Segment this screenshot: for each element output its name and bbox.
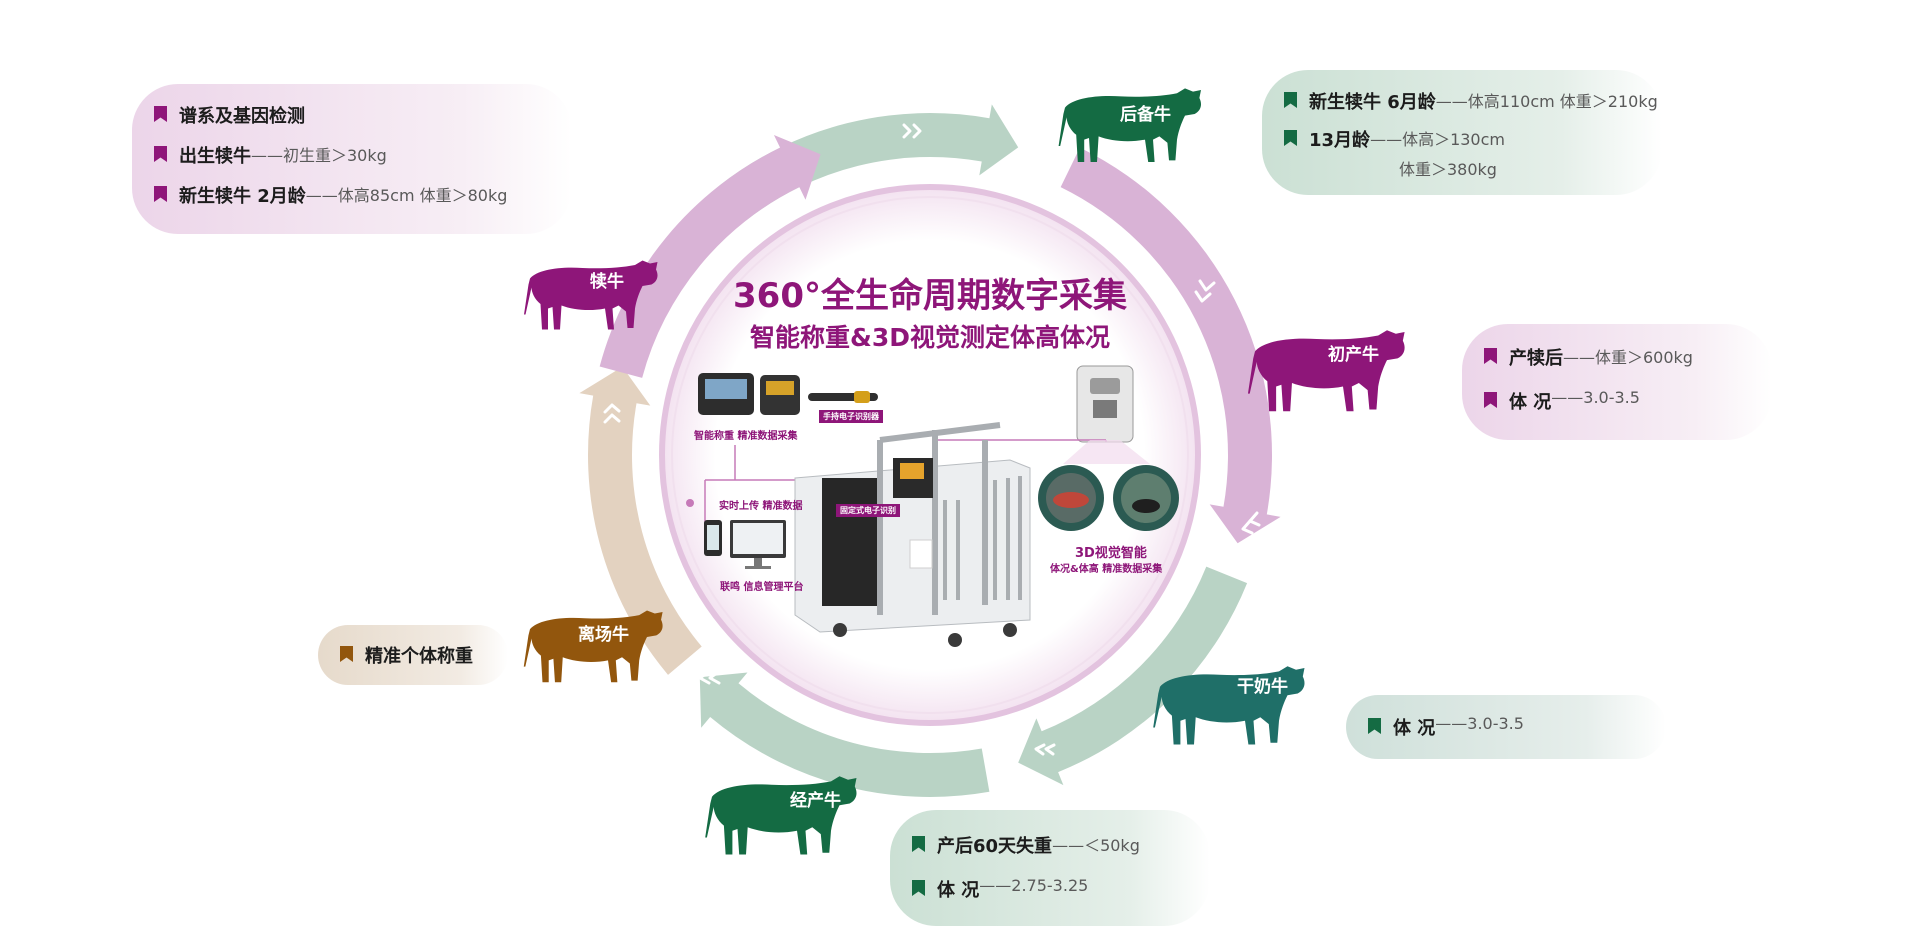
row-value: ——3.0-3.5 (1551, 388, 1640, 407)
row-label: 谱系及基因检测 (179, 106, 305, 127)
center-title: 360°全生命周期数字采集 (733, 276, 1127, 316)
row-label: 体 况 (1393, 718, 1436, 739)
row-value: ——体高85cm 体重＞80kg (305, 186, 508, 205)
card-reserve-row-1: 新生犊牛 6月龄 ——体高110cm 体重＞210kg (1284, 88, 1658, 114)
card-first-parity-row-1: 产犊后 ——体重＞600kg (1484, 344, 1750, 370)
row-label: 新生犊牛 6月龄 (1309, 92, 1436, 113)
caption-upload: 实时上传 精准数据 (719, 501, 803, 512)
bookmark-icon (912, 836, 925, 852)
chevron-arrow-icon (603, 123, 1261, 756)
row-value-continued: 体重＞380kg (1399, 160, 1497, 179)
row-label: 精准个体称重 (365, 646, 473, 667)
row-label: 体 况 (937, 880, 980, 901)
card-calf-row-2: 出生犊牛 ——初生重＞30kg (154, 142, 550, 168)
caption-fixed-reader: 固定式电子识别 (836, 504, 900, 517)
card-first-parity: 产犊后 ——体重＞600kg 体 况 ——3.0-3.5 (1462, 324, 1772, 440)
phone-icon (704, 520, 722, 556)
cow-multiparous-icon (705, 776, 857, 855)
cow-dry-icon (1153, 666, 1305, 745)
arc-dry (1018, 566, 1248, 786)
caption-handheld: 手持电子识别器 (819, 410, 883, 423)
stage-label-multiparous: 经产牛 (790, 791, 841, 811)
row-label: 产犊后 (1509, 348, 1563, 369)
monitor-icon (730, 520, 786, 569)
stage-label-calf: 犊牛 (590, 272, 624, 292)
weighing-indicators (698, 373, 800, 415)
bookmark-icon (1484, 392, 1497, 408)
bookmark-icon (1368, 718, 1381, 734)
card-culled: 精准个体称重 (318, 625, 508, 685)
stage-label-dry: 干奶牛 (1237, 677, 1288, 697)
bookmark-icon (912, 880, 925, 896)
arc-reserve (719, 104, 1019, 221)
row-value: ——体高＞130cm (1370, 130, 1505, 149)
bookmark-icon (1484, 348, 1497, 364)
row-label: 新生犊牛 2月龄 (179, 186, 306, 207)
card-culled-row-1: 精准个体称重 (340, 642, 486, 668)
camera-icon (1038, 465, 1179, 531)
row-value: ——3.0-3.5 (1435, 714, 1524, 733)
card-dry: 体 况 ——3.0-3.5 (1346, 695, 1666, 759)
card-first-parity-row-2: 体 况 ——3.0-3.5 (1484, 388, 1750, 414)
row-value: ——体高110cm 体重＞210kg (1435, 92, 1658, 111)
bookmark-icon (154, 146, 167, 162)
caption-vision-sub: 体况&体高 精准数据采集 (1050, 564, 1163, 575)
row-value: ——初生重＞30kg (251, 146, 387, 165)
card-reserve: 新生犊牛 6月龄 ——体高110cm 体重＞210kg 13月龄 ——体高＞13… (1262, 70, 1662, 195)
card-calf-row-1: 谱系及基因检测 (154, 102, 550, 128)
card-multiparous: 产后60天失重 ——＜50kg 体 况 ——2.75-3.25 (890, 810, 1210, 926)
caption-platform: 联鸣 信息管理平台 (720, 582, 804, 593)
caption-weighing: 智能称重 精准数据采集 (694, 431, 798, 442)
cow-first-parity-icon (1247, 330, 1405, 412)
card-calf-row-3: 新生犊牛 2月龄 ——体高85cm 体重＞80kg (154, 182, 550, 208)
arc-calf (599, 135, 821, 378)
row-value: ——体重＞600kg (1563, 348, 1693, 367)
card-multiparous-row-2: 体 况 ——2.75-3.25 (912, 876, 1188, 902)
center-subtitle: 智能称重&3D视觉测定体高体况 (750, 323, 1110, 352)
card-multiparous-row-1: 产后60天失重 ——＜50kg (912, 832, 1188, 858)
cow-culled-icon (523, 610, 663, 683)
bookmark-icon (1284, 92, 1297, 108)
stage-label-culled: 离场牛 (578, 625, 629, 645)
cow-calf-icon (524, 260, 658, 330)
bookmark-icon (340, 646, 353, 662)
arc-multiparous (699, 672, 990, 798)
card-calf: 谱系及基因检测 出生犊牛 ——初生重＞30kg 新生犊牛 2月龄 ——体高85c… (132, 84, 572, 234)
card-reserve-row-2: 13月龄 ——体高＞130cm (1284, 126, 1640, 152)
row-label: 13月龄 (1309, 130, 1371, 151)
stage-label-first-parity: 初产牛 (1328, 345, 1379, 365)
handheld-reader (808, 391, 878, 403)
bookmark-icon (154, 106, 167, 122)
stage-label-reserve: 后备牛 (1120, 105, 1171, 125)
row-label: 产后60天失重 (937, 836, 1053, 857)
bookmark-icon (154, 186, 167, 202)
arc-first-parity (1060, 147, 1281, 544)
caption-vision-title: 3D视觉智能 (1075, 546, 1147, 561)
card-dry-row-1: 体 况 ——3.0-3.5 (1368, 714, 1644, 740)
row-label: 出生犊牛 (179, 146, 251, 167)
cow-reserve-icon (1058, 88, 1201, 162)
weighing-crate (794, 422, 1031, 647)
row-value: ——2.75-3.25 (979, 876, 1089, 895)
bookmark-icon (1284, 130, 1297, 146)
row-value: ——＜50kg (1052, 836, 1140, 855)
row-label: 体 况 (1509, 392, 1552, 413)
arc-culled (579, 366, 702, 675)
